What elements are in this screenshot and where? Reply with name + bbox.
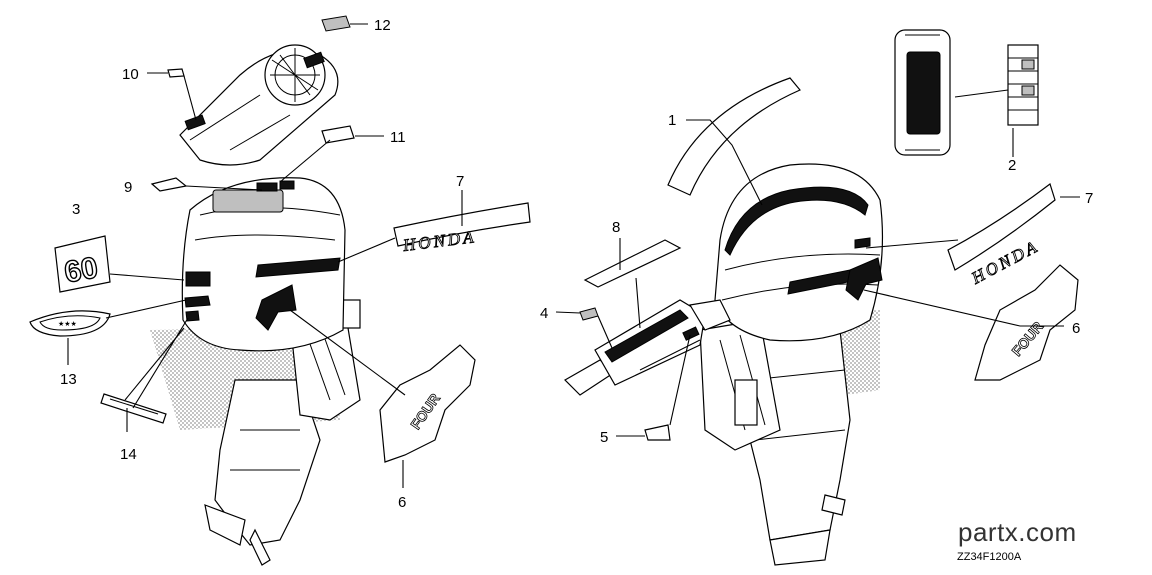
callout-13: 13 [60,371,77,388]
four-stroke-decal-left: FOUR [379,344,476,463]
callout-9: 9 [124,179,132,196]
callout-7-left: 7 [456,173,464,190]
callout-8: 8 [612,219,620,236]
control-panel-decal [894,29,1039,156]
model-strip-decal [100,393,167,424]
callout-14: 14 [120,446,137,463]
callout-6-right: 6 [1072,320,1080,337]
emblem-decal: ★★★ [29,310,111,337]
hp-badge-text: 60 [62,251,101,289]
callout-labels: 12 10 11 9 7 3 13 14 6 1 2 7 8 4 6 5 [60,17,1093,511]
svg-text:★★★: ★★★ [58,320,77,328]
honda-decal-right: HONDA [947,183,1056,289]
callout-2: 2 [1008,157,1016,174]
callout-11: 11 [390,129,406,146]
callout-12: 12 [374,17,391,34]
hp-badge-decal: 60 [54,235,111,293]
flywheel-cover-part [179,44,339,166]
callout-7-right: 7 [1085,190,1093,207]
callout-1: 1 [668,112,676,129]
left-leader-lines [67,23,463,488]
watermark-domain: partx.com [958,517,1077,547]
callout-6-left: 6 [398,494,406,511]
left-decal-parts: 60 ★★★ HONDA FOUR [29,15,531,463]
callout-3: 3 [72,201,80,218]
left-outboard-motor [150,177,361,566]
callout-10: 10 [122,66,139,83]
callout-4: 4 [540,305,548,322]
diagram-code: ZZ34F1200A [957,551,1022,563]
callout-5: 5 [600,429,608,446]
four-stroke-decal-right: FOUR [974,264,1079,381]
right-leader-lines [555,89,1080,437]
right-outboard-motor [699,163,884,566]
tiller-handle-part [564,299,731,396]
